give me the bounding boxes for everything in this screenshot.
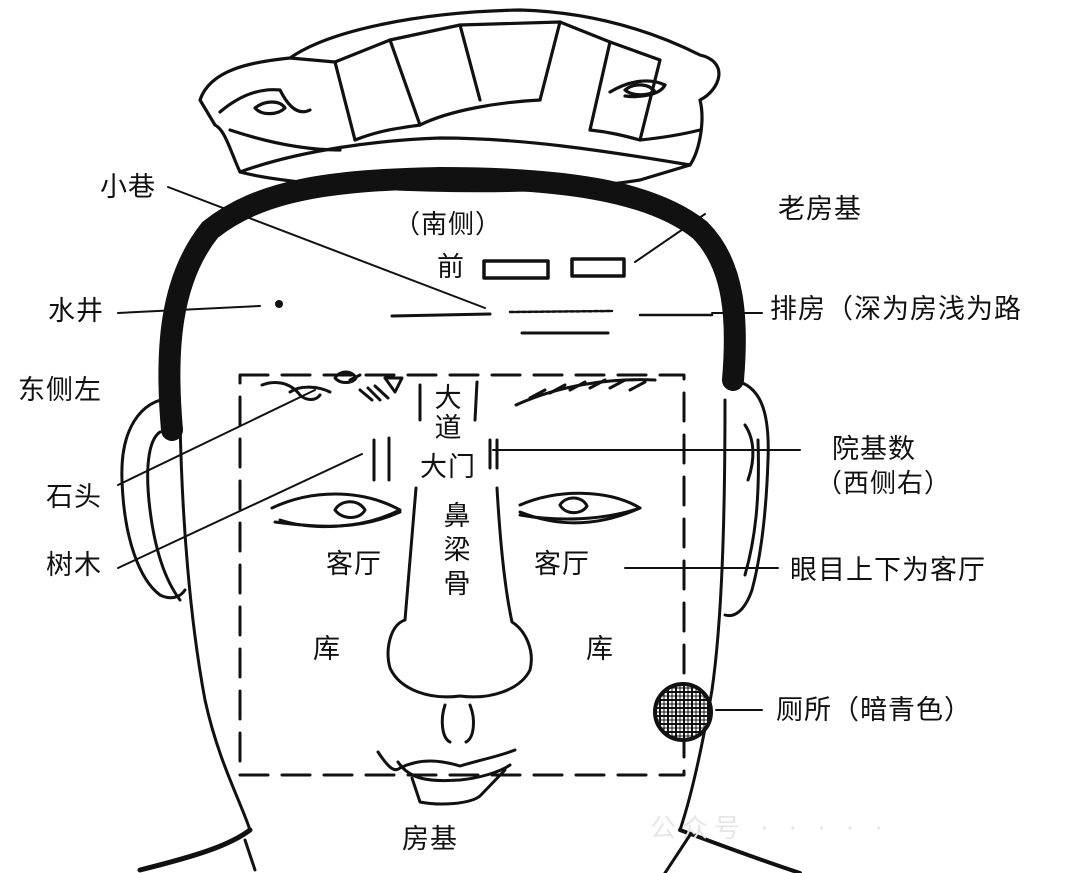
eyebrow-left-icon [260,370,404,402]
label-alley: 小巷 [100,172,156,203]
ear-right-icon [723,378,770,618]
eye-left-icon [270,492,402,529]
label-living-room-right: 客厅 [534,549,590,580]
watermark: 公众号 · · · · · [650,814,889,844]
well-dot-icon [275,300,283,308]
eye-right-icon [518,491,642,525]
eyebrow-right-icon [514,378,657,407]
label-toilet: 厕所（暗青色） [776,695,972,726]
gate-lines [372,380,499,482]
label-nose-bridge-char-1: 鼻 [443,501,471,532]
label-main-road-char-2: 道 [434,413,462,445]
ear-left-icon [120,396,187,602]
old-house-base-rect-2 [570,257,626,278]
face-outline-right [678,398,727,832]
label-front: 前 [437,252,465,283]
face-outline-left [178,418,252,832]
label-living-room-left: 客厅 [326,549,382,580]
label-eyes-living-room: 眼目上下为客厅 [790,555,986,586]
courtyard-boundary [238,373,686,777]
label-stone: 石头 [46,482,102,513]
label-trees: 树木 [46,550,102,581]
label-courtyard-base-count: 院基数 [832,434,916,465]
label-main-road-char-1: 大 [434,383,462,414]
hairline-band [158,167,746,441]
toilet-mole-icon [653,682,713,742]
nose-outline [386,486,533,699]
label-main-road: 大 道 [433,383,463,445]
label-house-foundation: 房基 [402,824,458,855]
label-east-side-left: 东侧左 [18,375,102,406]
label-west-side-right: （西侧右） [816,469,952,499]
label-nose-bridge: 鼻 梁 骨 [442,500,472,602]
leader-lines [117,186,801,711]
label-nose-bridge-char-3: 骨 [443,569,471,601]
label-row-houses: 排房（深为房浅为路 [770,294,1022,325]
label-south-side: （南侧） [394,210,503,240]
crown-hat-icon [198,8,721,193]
label-main-gate: 大门 [420,452,476,483]
label-storage-left: 库 [313,634,341,665]
label-nose-bridge-char-2: 梁 [443,535,471,567]
old-house-base-rect-1 [482,259,550,280]
label-water-well: 水井 [48,296,104,327]
label-old-house-base: 老房基 [778,194,862,225]
label-storage-right: 库 [586,634,614,665]
mouth-icon [376,748,517,806]
